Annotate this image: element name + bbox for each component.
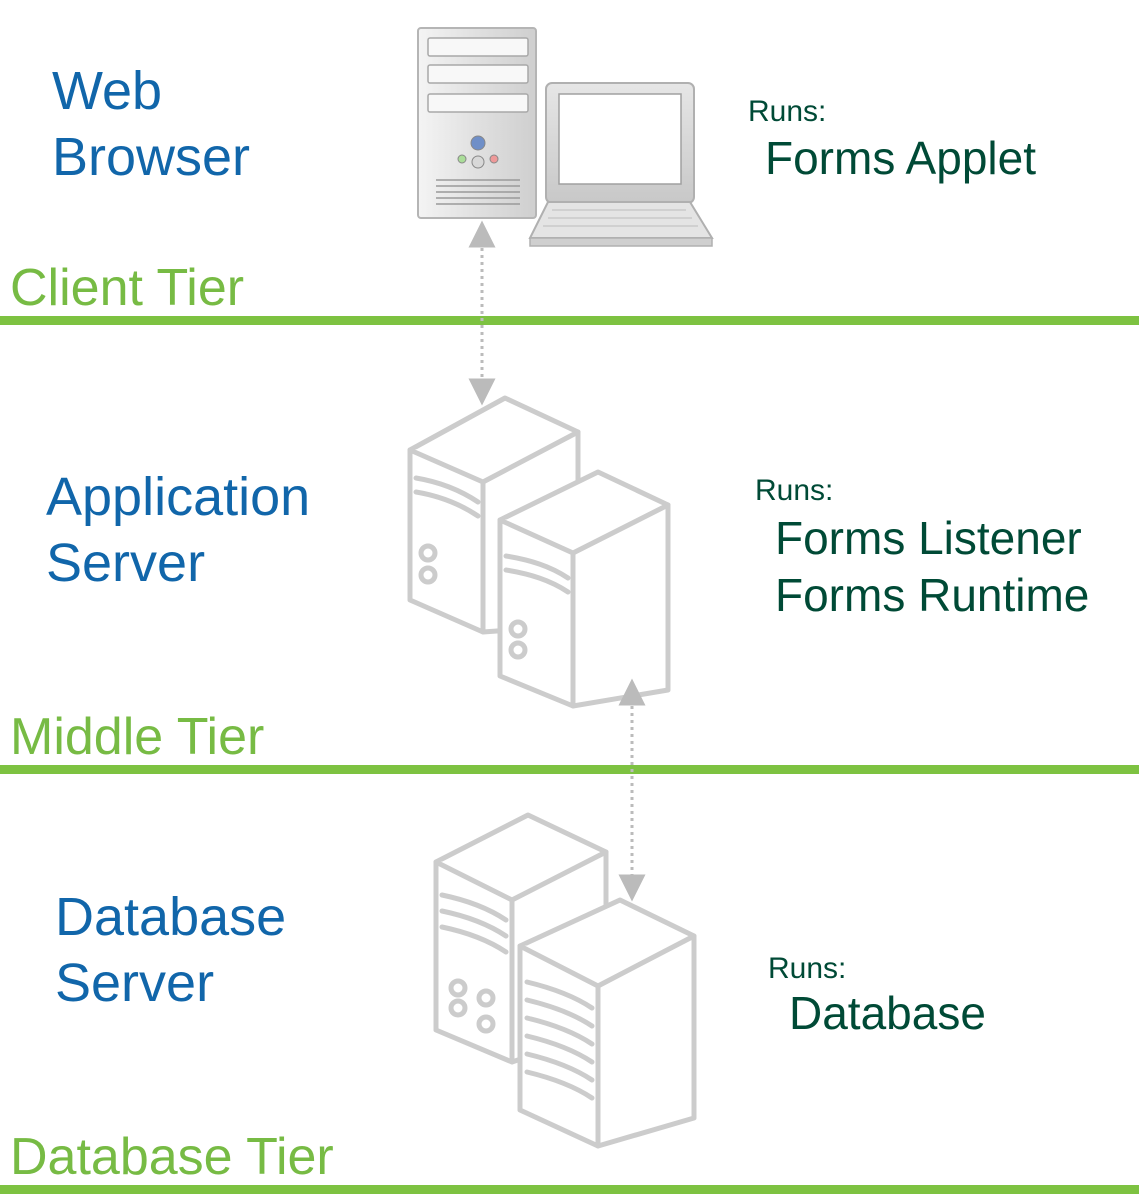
middle-component-label: Application Server <box>46 464 310 596</box>
client-runs-label: Runs: <box>748 95 827 128</box>
database-component-line-2: Server <box>55 953 215 1013</box>
database-component-label: Database Server <box>55 884 286 1016</box>
middle-runs-label: Runs: <box>755 474 834 507</box>
middle-runs-item-1: Forms Listener <box>775 512 1082 564</box>
client-component-line-1: Web <box>52 61 163 121</box>
client-component-line-2: Browser <box>52 127 251 187</box>
client-tier-divider <box>0 316 1139 325</box>
database-tier-label: Database Tier <box>10 1128 334 1186</box>
database-server-pair-icon <box>433 812 697 1149</box>
middle-tier-divider <box>0 765 1139 774</box>
client-runs-item: Forms Applet <box>765 132 1036 184</box>
middle-tier-label: Middle Tier <box>10 708 265 766</box>
middle-runs-item-2: Forms Runtime <box>775 569 1090 621</box>
client-component-label: Web Browser <box>52 58 250 190</box>
desktop-computer-icon <box>417 27 714 247</box>
middle-component-line-1: Application <box>46 467 311 527</box>
database-runs-item: Database <box>789 987 986 1039</box>
server-pair-icon <box>407 395 671 709</box>
database-runs-label: Runs: <box>768 952 847 985</box>
middle-component-line-2: Server <box>46 533 206 593</box>
client-tier-label: Client Tier <box>10 259 245 317</box>
database-component-line-1: Database <box>55 887 287 947</box>
database-tier-divider <box>0 1185 1139 1194</box>
